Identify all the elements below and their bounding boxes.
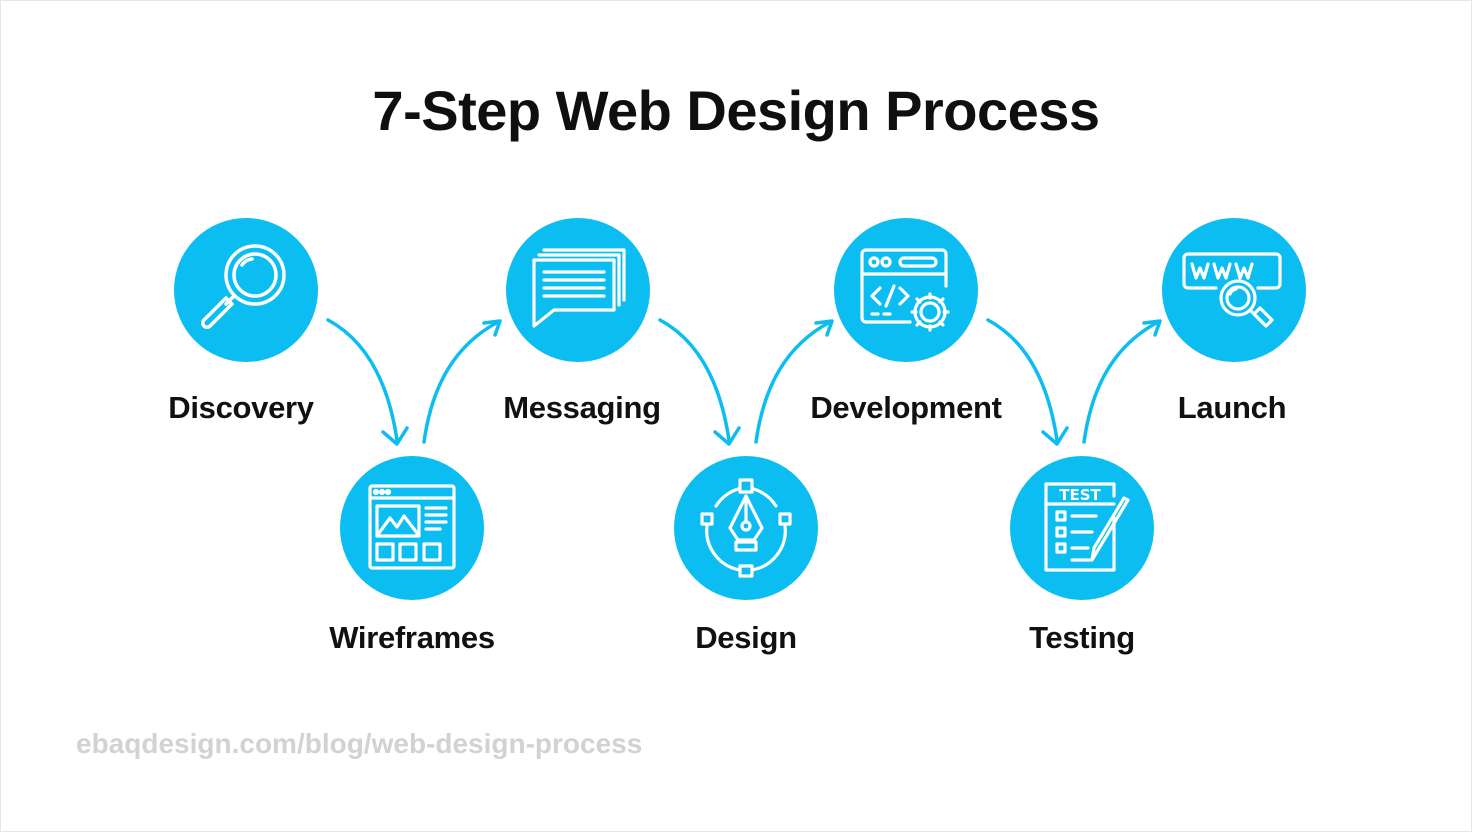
- code-gear-icon: [860, 248, 950, 332]
- test-checklist-icon: TEST: [1044, 482, 1130, 572]
- launch-step-circle: [1162, 218, 1306, 362]
- design-label: Design: [695, 620, 797, 655]
- page-title: 7-Step Web Design Process: [372, 79, 1100, 142]
- discovery-label: Discovery: [168, 390, 314, 425]
- wireframes-label: Wireframes: [329, 620, 495, 655]
- pen-tool-icon: [700, 478, 792, 578]
- messaging-label: Messaging: [503, 390, 661, 425]
- magnifier-icon: [201, 244, 286, 329]
- testing-label: Testing: [1029, 620, 1135, 655]
- www-search-icon: [1182, 252, 1282, 328]
- test-icon-lettering: TEST: [1059, 486, 1101, 504]
- wireframe-icon: [368, 484, 456, 570]
- development-label: Development: [810, 390, 1002, 425]
- testing-step-circle: TEST: [1010, 456, 1154, 600]
- design-step-circle: [674, 456, 818, 600]
- source-url: ebaqdesign.com/blog/web-design-process: [76, 728, 643, 759]
- messaging-step-circle: [506, 218, 650, 362]
- wireframes-step-circle: [340, 456, 484, 600]
- discovery-step-circle: [174, 218, 318, 362]
- messages-icon: [532, 248, 626, 328]
- development-step-circle: [834, 218, 978, 362]
- launch-label: Launch: [1177, 390, 1287, 425]
